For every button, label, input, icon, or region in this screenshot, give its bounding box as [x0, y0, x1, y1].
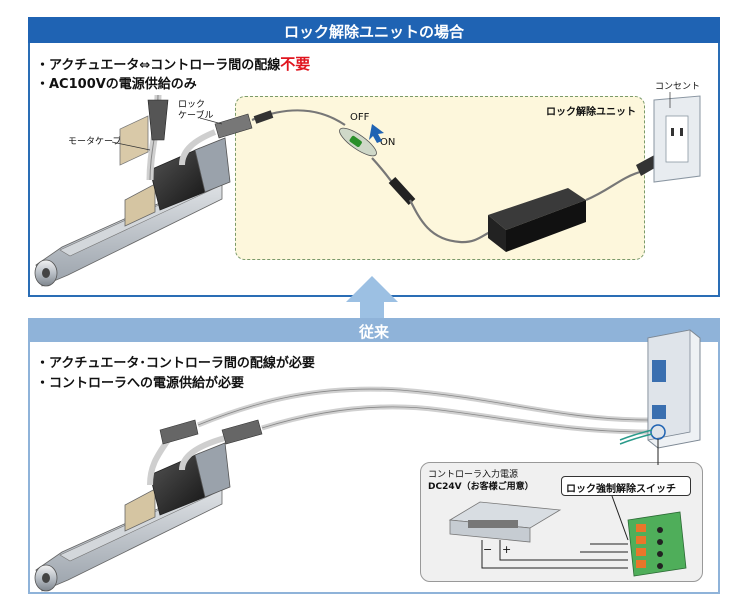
label-controller-power-line2: DC24V（お客様ご用意）	[428, 482, 534, 492]
label-outlet: コンセント	[655, 82, 701, 92]
switch-label-box	[561, 476, 691, 496]
label-switch-on: ON	[380, 137, 396, 148]
top-bullet-power: ・AC100Vの電源供給のみ	[36, 77, 197, 92]
lock-release-unit-header	[28, 17, 720, 43]
label-switch-off: OFF	[350, 112, 370, 123]
conventional-title: 従来	[358, 323, 389, 341]
label-psu-plus: +	[502, 543, 512, 556]
bottom-bullet-wiring: ・アクチュエータ･コントローラ間の配線が必要	[36, 356, 315, 371]
conventional-header	[28, 318, 720, 342]
label-controller-power-line1: コントローラ入力電源	[428, 470, 519, 480]
label-forced-release-switch: ロック強制解除スイッチ	[566, 484, 676, 495]
label-lock-cable-line2: ケーブル	[178, 111, 214, 121]
top-bullet-wiring-text: ・アクチュエータ⇔コントローラ間の配線	[36, 58, 281, 73]
top-bullet-wiring: ・アクチュエータ⇔コントローラ間の配線不要	[36, 53, 310, 74]
lock-release-unit-title: ロック解除ユニットの場合	[283, 23, 464, 41]
emphasis-not-needed: 不要	[280, 55, 311, 73]
label-motor-cable: モータケーブル	[68, 137, 131, 147]
lock-release-unit-area	[235, 96, 645, 260]
label-lock-release-unit: ロック解除ユニット	[546, 107, 636, 118]
bottom-bullet-power: ・コントローラへの電源供給が必要	[36, 376, 245, 391]
label-lock-cable-line1: ロック	[178, 100, 206, 110]
label-psu-minus: −	[483, 543, 493, 556]
